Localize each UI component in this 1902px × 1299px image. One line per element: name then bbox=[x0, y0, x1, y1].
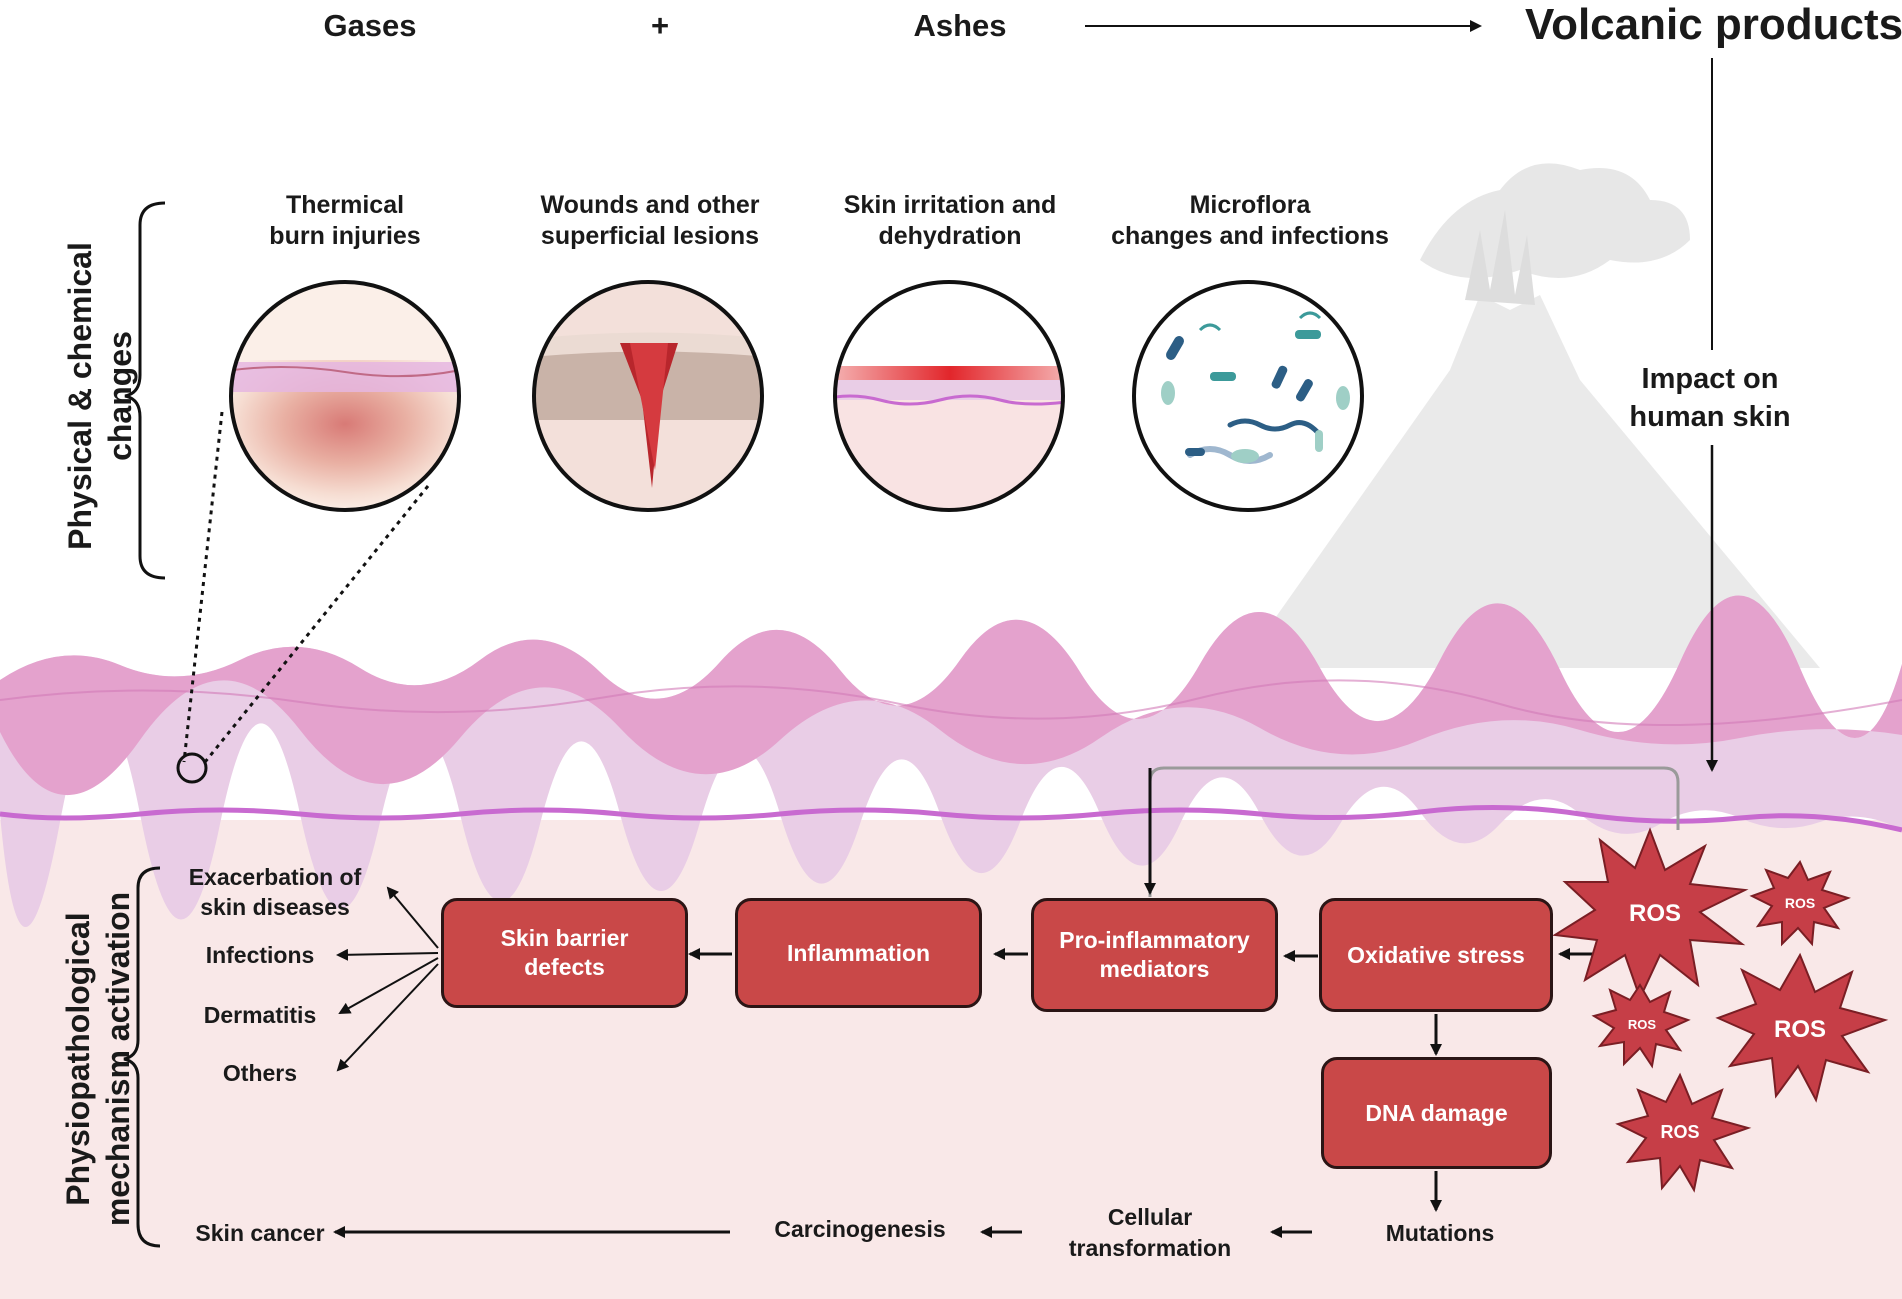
ros-label-4: ROS bbox=[1773, 1016, 1826, 1043]
ashes-label: Ashes bbox=[913, 8, 1007, 43]
physio-bracket bbox=[123, 866, 161, 1248]
caption-irritation-line2: dehydration bbox=[878, 222, 1022, 250]
outcome-others: Others bbox=[222, 1060, 298, 1086]
skin-barrier-line2: defects bbox=[524, 954, 605, 980]
ros-star-4 bbox=[1715, 952, 1889, 1103]
inflammation-box: Inflammation bbox=[735, 898, 982, 1008]
outcome-exacerbation-line1: Exacerbation of bbox=[188, 864, 362, 890]
ros-star-2 bbox=[1749, 860, 1851, 947]
physio-side-line2: mechanism activation bbox=[100, 891, 136, 1227]
caption-microflora: Microflora changes and infections bbox=[1100, 190, 1400, 252]
burn-injury-illustration bbox=[231, 282, 459, 510]
carcinogenesis-label: Carcinogenesis bbox=[774, 1216, 946, 1242]
physical-side-line2: changes bbox=[102, 331, 138, 461]
impact-label-line1: Impact on bbox=[1641, 363, 1779, 395]
skin-barrier-defects-box: Skin barrier defects bbox=[441, 898, 688, 1008]
caption-microflora-line2: changes and infections bbox=[1111, 222, 1389, 250]
pro-inflammatory-mediators-box: Pro-inflammatory mediators bbox=[1031, 898, 1278, 1012]
volcano-illustration bbox=[1240, 163, 1820, 668]
outcome-infections: Infections bbox=[205, 942, 315, 968]
pro-inflammatory-line1: Pro-inflammatory bbox=[1059, 927, 1250, 953]
gases-label: Gases bbox=[323, 8, 417, 43]
outcome-dermatitis: Dermatitis bbox=[203, 1002, 317, 1028]
outcome-exacerbation-line2: skin diseases bbox=[200, 894, 350, 920]
physical-bracket bbox=[124, 201, 166, 580]
physio-side-line1: Physiopathological bbox=[60, 912, 96, 1206]
volcanic-products-label: Volcanic products bbox=[1525, 0, 1902, 49]
cellular-line2: transformation bbox=[1068, 1235, 1232, 1261]
wound-illustration bbox=[534, 282, 762, 510]
irritation-illustration bbox=[835, 282, 1063, 510]
ros-label-3: ROS bbox=[1627, 1017, 1657, 1032]
caption-wounds-line1: Wounds and other bbox=[540, 191, 760, 219]
ros-stars bbox=[1552, 827, 1889, 1193]
plus-sign: + bbox=[650, 8, 670, 43]
ros-star-5 bbox=[1615, 1072, 1752, 1193]
caption-skin-irritation: Skin irritation and dehydration bbox=[820, 190, 1080, 252]
impact-label: Impact on human skin bbox=[1600, 360, 1820, 436]
mutations-label: Mutations bbox=[1385, 1220, 1495, 1246]
ros-label-5: ROS bbox=[1660, 1122, 1700, 1142]
caption-thermical-burn: Thermical burn injuries bbox=[230, 190, 460, 252]
outcome-exacerbation: Exacerbation of skin diseases bbox=[180, 862, 370, 922]
caption-thermical-line1: Thermical bbox=[285, 191, 405, 219]
cellular-line1: Cellular bbox=[1107, 1204, 1193, 1230]
caption-thermical-line2: burn injuries bbox=[269, 222, 421, 250]
impact-label-line2: human skin bbox=[1629, 401, 1791, 433]
physical-chemical-side-label: Physical & chemical changes bbox=[60, 226, 140, 566]
physical-side-line1: Physical & chemical bbox=[62, 242, 98, 550]
oxidative-stress-box: Oxidative stress bbox=[1319, 898, 1553, 1012]
caption-irritation-line1: Skin irritation and bbox=[843, 191, 1057, 219]
ros-star-3 bbox=[1591, 983, 1691, 1069]
caption-wounds: Wounds and other superficial lesions bbox=[520, 190, 780, 252]
outcome-skin-cancer: Skin cancer bbox=[195, 1220, 325, 1246]
cellular-transformation-label: Cellular transformation bbox=[1040, 1202, 1260, 1264]
caption-wounds-line2: superficial lesions bbox=[540, 222, 760, 250]
microflora-illustration bbox=[1134, 282, 1362, 510]
dna-damage-box: DNA damage bbox=[1321, 1057, 1552, 1169]
skin-barrier-line1: Skin barrier bbox=[500, 925, 629, 951]
pro-inflammatory-line2: mediators bbox=[1099, 956, 1210, 982]
ros-label-1: ROS bbox=[1628, 900, 1681, 927]
ros-label-2: ROS bbox=[1784, 895, 1816, 911]
physiopathological-side-label: Physiopathological mechanism activation bbox=[58, 849, 142, 1269]
caption-microflora-line1: Microflora bbox=[1189, 191, 1311, 219]
